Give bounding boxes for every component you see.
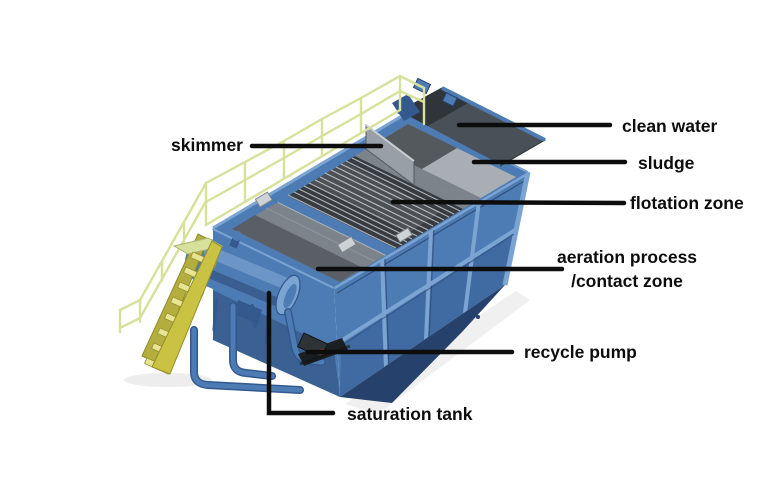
lamella-plates — [287, 157, 461, 249]
aeration-process-contact-zone-label: aeration process — [557, 247, 697, 267]
flotation-zone-plate-pack — [287, 156, 463, 249]
saturation-tank-cylinder — [185, 231, 308, 324]
flotation-zone-leader-line — [390, 199, 627, 206]
stair-handrail — [118, 181, 208, 334]
annotations: skimmer clean water sludge flotation zone ae… — [171, 116, 744, 424]
stair-platform — [172, 237, 224, 255]
stair-shadow — [124, 373, 212, 387]
daf-machine-illustration — [118, 74, 547, 414]
recycle-pump-label: recycle pump — [524, 342, 637, 362]
vessel-nozzle — [232, 231, 242, 241]
flotation-zone-label: flotation zone — [630, 193, 744, 213]
bearing-blocks — [254, 191, 413, 254]
clean-water-label: clean water — [622, 116, 718, 136]
tank-top — [212, 111, 529, 287]
skimmer-beam — [365, 124, 415, 186]
tank-hopper — [340, 285, 505, 403]
clean-water-fitting — [441, 92, 458, 107]
stair-stringer-front — [151, 240, 223, 375]
saturation-tank-leader-line — [266, 290, 336, 416]
sludge-label: sludge — [638, 153, 695, 173]
tank-cross-beam — [278, 196, 396, 255]
staircase — [141, 233, 224, 375]
skimmer-label: skimmer — [171, 135, 243, 155]
handrail — [118, 74, 426, 334]
aeration-process-contact-zone-label: /contact zone — [571, 271, 683, 291]
saturation-tank-label: saturation tank — [347, 404, 473, 424]
